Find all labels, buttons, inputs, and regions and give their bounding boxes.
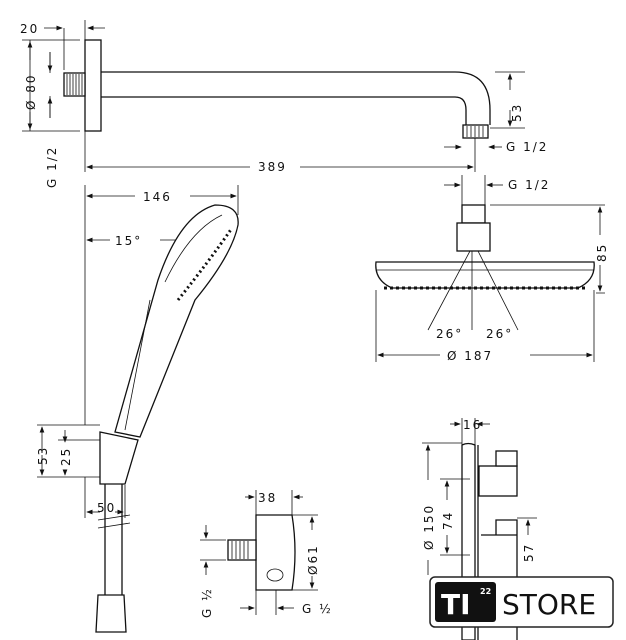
- hand-shower: 146 15° 53 25 50: [36, 185, 239, 633]
- dim-spray-angle-right: 26°: [486, 327, 513, 341]
- dim-arm-length: 389: [258, 160, 287, 174]
- hose: [104, 484, 123, 595]
- arm-nipple: [63, 72, 86, 97]
- dim-thermostat-diameter: Ø 150: [422, 504, 436, 550]
- dim-thermostat-depth: 16: [463, 418, 482, 432]
- dim-outlet-depth: 38: [258, 491, 277, 505]
- logo-name: STORE: [502, 588, 596, 621]
- dim-thermostat-spacing: 74: [441, 511, 455, 530]
- thermostat-handle-top: [478, 465, 518, 497]
- dim-holder-offset: 25: [59, 447, 73, 466]
- dim-outlet-thread-right: G ½: [302, 602, 333, 616]
- dim-handshower-angle: 15°: [115, 234, 142, 248]
- ball-joint: [461, 204, 486, 224]
- head-body: [375, 261, 595, 289]
- dim-thermostat-handle: 57: [522, 543, 536, 562]
- arm-dimensions: 20 Ø 80 G 1/2 389 53 G 1/2: [20, 20, 548, 188]
- head-connector: [456, 222, 491, 252]
- shower-arm: [63, 39, 491, 139]
- store-logo: TI 22 STORE: [429, 576, 614, 628]
- dim-head-height: 85: [595, 243, 609, 262]
- outlet-nipple: [227, 539, 257, 561]
- dim-flange-depth: 20: [20, 22, 39, 36]
- wall-holder: [99, 431, 139, 485]
- dim-head-thread: G 1/2: [508, 178, 550, 192]
- dim-holder-width: 50: [97, 501, 116, 515]
- dim-outlet-thread-left: G ½: [200, 587, 214, 618]
- wall-outlet: 38 Ø61 G ½ G ½: [200, 490, 333, 618]
- logo-superscript: 22: [480, 587, 491, 596]
- dim-flange-diameter: Ø 80: [24, 73, 38, 110]
- dim-handshower-length: 146: [143, 190, 172, 204]
- outlet-body: [255, 514, 296, 591]
- dim-spray-angle-left: 26°: [436, 327, 463, 341]
- dim-outlet-diameter: Ø61: [306, 544, 320, 575]
- dim-head-diameter: Ø 187: [447, 349, 493, 363]
- logo-mark: TI: [441, 588, 471, 621]
- dim-arm-outlet-thread: G 1/2: [506, 140, 548, 154]
- overhead-shower: G 1/2 26° 26° Ø 187 85: [375, 175, 609, 363]
- handshower-body: [114, 204, 239, 438]
- hose-fitting: [95, 594, 127, 633]
- dim-holder-height: 53: [36, 446, 50, 465]
- arm-tube: [101, 71, 491, 125]
- dim-arm-thread: G 1/2: [45, 146, 59, 188]
- arm-outlet: [462, 124, 489, 139]
- dim-arm-drop: 53: [510, 103, 524, 122]
- wall-flange: [84, 39, 102, 132]
